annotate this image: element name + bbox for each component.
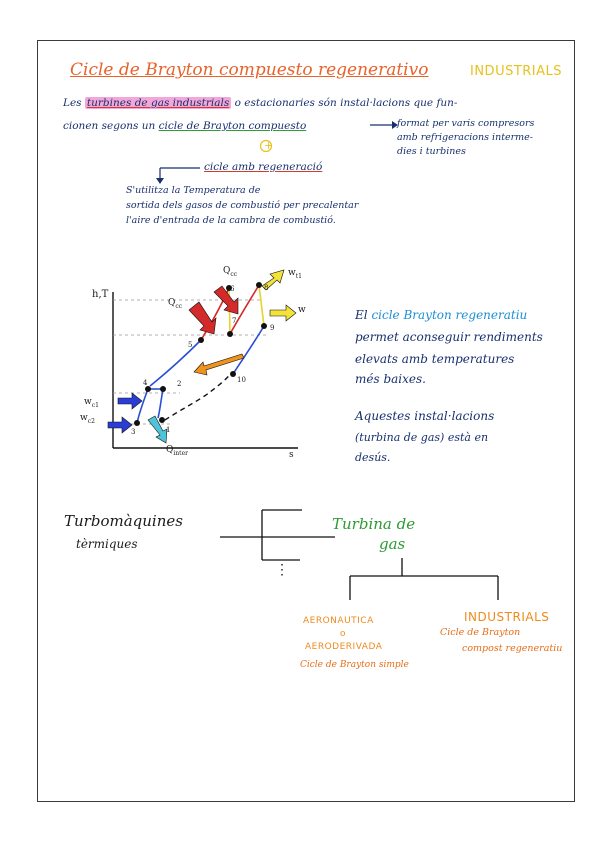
tree-branch-line-1: Turbina de [332, 515, 416, 533]
qinter-label: Qinter [166, 445, 189, 457]
tree-root-line-1: Turbomàquines [64, 512, 183, 530]
wc1-label: wc1 [84, 397, 99, 409]
point-label-5: 5 [188, 341, 193, 349]
point-label-9: 9 [270, 324, 275, 332]
wc1-arrow [117, 392, 143, 410]
side-p1-line-3: elevats amb temperatures [355, 352, 515, 366]
process-7-8 [229, 284, 260, 335]
side-p2-line-2: (turbina de gas) està en [355, 431, 489, 444]
wt2-label: w [298, 305, 306, 315]
regen-label: cicle amb regeneració [204, 162, 322, 173]
side-p1-el: El [355, 308, 368, 322]
intro-line-2: cionen segons un cicle de Brayton compue… [63, 121, 306, 132]
point-label-1: 1 [166, 426, 171, 434]
y-axis-label: h,T [92, 289, 109, 300]
qcc-arrow-2 [213, 285, 239, 315]
point-label-6: 6 [230, 285, 235, 293]
side-p2-line-1: Aquestes instal·lacions [355, 409, 495, 423]
wt2-arrow [269, 304, 297, 322]
point-7 [227, 331, 233, 337]
regen-arrow [193, 353, 245, 376]
point-2 [160, 386, 166, 392]
tree-more-dots: ⋮ [275, 562, 289, 578]
intro-brayton-compuesto: cicle de Brayton compuesto [158, 120, 307, 132]
point-5 [198, 337, 204, 343]
side-p2-line-3: desús. [355, 451, 391, 464]
intro-line-1: Les turbines de gas industrials o estaci… [63, 97, 458, 109]
process-8-9 [258, 284, 265, 327]
intro-line-1-rest: o estacionaries són instal·lacions que f… [234, 97, 458, 109]
process-9-10 [232, 325, 265, 375]
regen-line-1: S'utilitza la Temperatura de [126, 185, 261, 196]
point-label-3: 3 [131, 428, 136, 436]
note-line-2: amb refrigeracions interme- [397, 132, 534, 143]
qcc-arrow-1 [188, 301, 217, 335]
point-label-10: 10 [237, 376, 246, 384]
ind-line-3: compost regeneratiu [462, 643, 563, 654]
page-border [37, 40, 575, 802]
process-4-5 [149, 339, 202, 387]
regen-label-text: cicle amb regeneració [204, 161, 323, 173]
side-p1-line-4: més baixes. [355, 372, 426, 386]
ind-line-1: INDUSTRIALS [464, 610, 550, 624]
intro-word-les: Les [63, 97, 82, 109]
note-line-3: dies i turbines [397, 146, 466, 157]
regen-line-2: sortida dels gasos de combustió per prec… [126, 200, 359, 211]
point-9 [261, 323, 267, 329]
qcc-label-2: Qcc [223, 266, 238, 278]
point-6 [226, 285, 232, 291]
point-label-4: 4 [143, 379, 148, 387]
wc2-label: wc2 [80, 413, 95, 425]
point-4 [145, 386, 151, 392]
aero-line-2: o [340, 629, 346, 639]
intro-line-2-start: cionen segons un [63, 120, 156, 132]
qinter-arrow [147, 415, 168, 444]
plus-sign: + [264, 139, 274, 152]
note-arrow-head [392, 121, 398, 129]
side-p1-line-1: El cicle Brayton regeneratiu [355, 309, 527, 321]
aero-line-3: AERODERIVADA [305, 642, 383, 652]
point-1 [159, 417, 165, 423]
regen-line-3: l'aire d'entrada de la cambra de combust… [126, 215, 336, 226]
title-tag: INDUSTRIALS [470, 64, 563, 79]
wt1-arrow [261, 269, 285, 291]
aero-line-4: Cicle de Brayton simple [300, 660, 409, 670]
x-axis-label: s [289, 450, 294, 460]
side-p1-line-2: permet aconseguir rendiments [355, 330, 543, 344]
point-label-7: 7 [232, 317, 237, 325]
point-label-8: 8 [264, 284, 269, 292]
process-1-10 [164, 371, 233, 421]
point-10 [230, 371, 236, 377]
page-title: Cicle de Brayton compuesto regenerativo [70, 60, 429, 80]
qcc-label-1: Qcc [168, 298, 183, 310]
wt1-label: wt1 [288, 268, 302, 280]
plus-circle [259, 139, 273, 153]
point-3 [134, 420, 140, 426]
wc2-arrow [107, 416, 133, 434]
point-label-2: 2 [177, 380, 182, 388]
regen-arrow-head [156, 178, 164, 184]
ind-line-2: Cicle de Brayton [440, 627, 521, 638]
intro-highlight: turbines de gas industrials [84, 97, 232, 109]
side-p1-brayton: cicle Brayton regeneratiu [371, 308, 528, 322]
tree-root-line-2: tèrmiques [76, 537, 138, 551]
aero-line-1: AERONAUTICA [303, 616, 374, 626]
process-5-6 [200, 287, 230, 341]
note-line-1: format per varis compresors [397, 118, 535, 129]
tree-branch-line-2: gas [379, 535, 406, 553]
point-8 [256, 282, 262, 288]
